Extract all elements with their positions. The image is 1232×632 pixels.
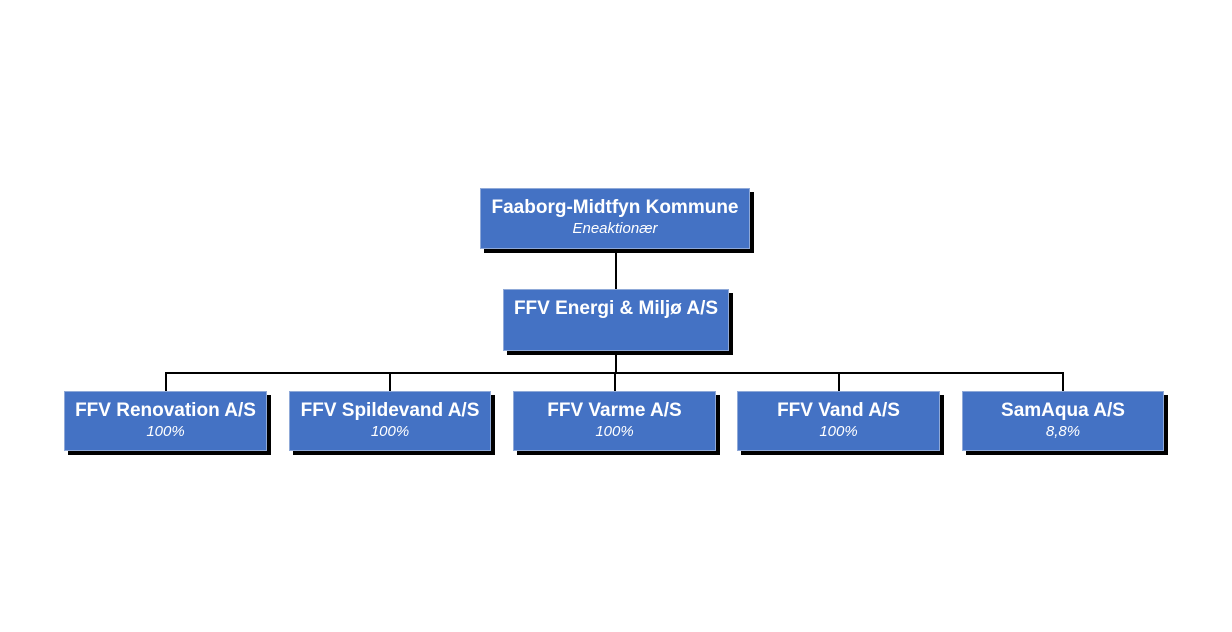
subsidiary-name: SamAqua A/S (1001, 400, 1125, 421)
holding-node-name: FFV Energi & Miljø A/S (513, 298, 719, 319)
connector-drop-5 (1062, 372, 1064, 392)
subsidiary-name: FFV Varme A/S (547, 400, 682, 421)
root-node-subtitle: Eneaktionær (572, 220, 658, 237)
subsidiary-ownership: 100% (146, 423, 185, 440)
connector-drop-1 (165, 372, 167, 392)
root-node: Faaborg-Midtfyn Kommune Eneaktionær (480, 188, 750, 249)
subsidiary-ownership: 100% (370, 423, 410, 440)
subsidiary-name: FFV Spildevand A/S (300, 400, 480, 421)
root-node-name: Faaborg-Midtfyn Kommune (491, 197, 739, 218)
subsidiary-node-samaqua: SamAqua A/S 8,8% (962, 391, 1164, 451)
subsidiary-ownership: 100% (819, 423, 858, 440)
connector-root-to-holding (615, 249, 617, 290)
subsidiary-name: FFV Renovation A/S (75, 400, 256, 421)
holding-node: FFV Energi & Miljø A/S (503, 289, 729, 351)
subsidiary-node-renovation: FFV Renovation A/S 100% (64, 391, 267, 451)
subsidiary-node-vand: FFV Vand A/S 100% (737, 391, 940, 451)
connector-drop-4 (838, 372, 840, 392)
connector-drop-3 (614, 372, 616, 392)
subsidiary-ownership: 100% (595, 423, 634, 440)
subsidiary-node-varme: FFV Varme A/S 100% (513, 391, 716, 451)
connector-drop-2 (389, 372, 391, 392)
subsidiary-node-spildevand: FFV Spildevand A/S 100% (289, 391, 491, 451)
subsidiary-ownership: 8,8% (1045, 423, 1081, 440)
connector-holding-down (615, 351, 617, 373)
subsidiary-name: FFV Vand A/S (777, 400, 900, 421)
